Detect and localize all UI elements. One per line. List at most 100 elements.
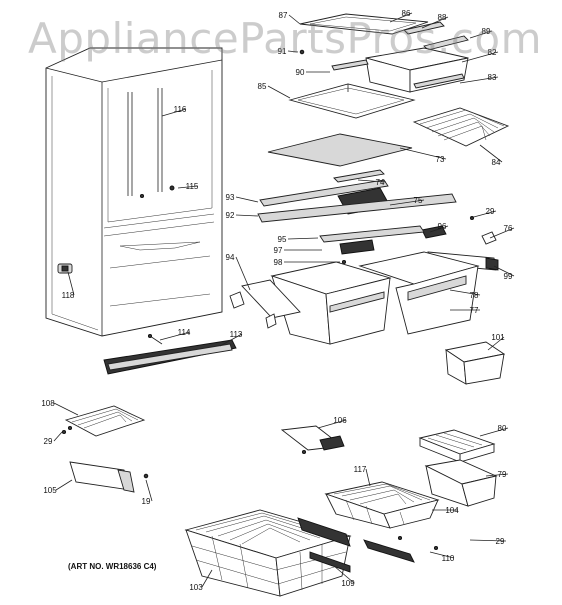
callout-label-c77: 77 — [470, 306, 479, 315]
callout-label-c82: 82 — [488, 48, 497, 57]
callout-label-c104: 104 — [445, 506, 459, 515]
cover-rail-88 — [403, 21, 445, 35]
wire-shelf-108 — [61, 405, 146, 437]
callout-label-c92: 92 — [226, 211, 235, 220]
callout-label-c91: 91 — [278, 47, 287, 56]
callout-label-c73: 73 — [436, 155, 445, 164]
callout-leader-c101 — [487, 336, 505, 351]
callout-label-c98: 98 — [274, 258, 283, 267]
callout-label-c114: 114 — [178, 328, 191, 337]
callout-label-c85: 85 — [258, 82, 267, 91]
callout-leader-c117 — [365, 468, 371, 487]
callout-leader-c93 — [235, 196, 259, 203]
callout-leader-c80 — [479, 427, 509, 437]
snack-pan-cover-87 — [299, 13, 429, 35]
callout-label-c113: 113 — [230, 330, 243, 339]
callout-leader-c114 — [159, 331, 191, 341]
callout-leader-c118 — [67, 271, 75, 296]
callout-label-c87: 87 — [279, 11, 288, 20]
slide-89 — [423, 35, 469, 51]
callout-leader-c75 — [389, 199, 425, 206]
callout-leader-c86 — [389, 12, 413, 23]
callout-leader-c89 — [469, 30, 493, 39]
callout-leader-c106 — [317, 419, 347, 429]
callout-leader-c82 — [461, 51, 499, 63]
crisper-bracket-94 — [229, 279, 301, 329]
callout-leader-c115 — [177, 185, 199, 189]
callout-label-c83: 83 — [488, 73, 497, 82]
callout-leader-c92 — [235, 214, 259, 217]
callout-label-c19: 19 — [142, 497, 151, 506]
callout-label-c116: 116 — [174, 105, 187, 114]
callout-label-c78: 78 — [470, 291, 479, 300]
screw-115 — [139, 185, 175, 199]
slide-rail-83 — [413, 73, 465, 89]
callout-leader-c29c — [469, 539, 507, 542]
callout-leader-c29a — [469, 210, 497, 219]
callout-label-c76: 76 — [504, 224, 513, 233]
callout-leader-c85 — [267, 85, 291, 99]
callout-label-c88: 88 — [438, 13, 447, 22]
rail-74 — [333, 169, 385, 183]
callout-leader-c99 — [493, 265, 515, 277]
bin-101 — [444, 341, 506, 385]
callout-label-c84: 84 — [492, 158, 501, 167]
wire-basket-104 — [324, 481, 440, 529]
callout-label-c90: 90 — [296, 68, 305, 77]
callout-label-c89: 89 — [482, 27, 491, 36]
bracket-97 — [339, 239, 375, 255]
ice-tray-80 — [418, 429, 496, 463]
glass-shelf-73 — [267, 133, 413, 167]
pin-114 — [147, 333, 163, 345]
callout-label-c93: 93 — [226, 193, 235, 202]
callout-leader-c78 — [449, 289, 481, 296]
art-number: (ART NO. WR18636 C4) — [68, 562, 157, 571]
callout-leader-c88 — [421, 16, 449, 29]
light-switch-118 — [57, 263, 73, 274]
callout-label-c118: 118 — [62, 291, 75, 300]
callout-leader-c76 — [489, 227, 515, 239]
callout-leader-c29b — [53, 431, 63, 442]
callout-label-c79: 79 — [498, 470, 507, 479]
callout-label-c110: 110 — [442, 554, 455, 563]
crisper-pan-left — [270, 261, 392, 345]
callout-label-c105: 105 — [43, 486, 57, 495]
callout-label-c29b: 29 — [44, 437, 53, 446]
callout-label-c95: 95 — [278, 235, 287, 244]
slide-rail-90 — [331, 59, 369, 71]
callout-leader-c91 — [287, 50, 299, 53]
bracket-106 — [280, 425, 345, 455]
callout-label-c109: 109 — [341, 579, 355, 588]
callout-label-c29a: 29 — [486, 207, 495, 216]
callout-label-c74: 74 — [376, 178, 385, 187]
slide-109 — [297, 517, 351, 573]
callout-label-c29c: 29 — [496, 537, 505, 546]
callout-label-c96: 96 — [438, 222, 447, 231]
callout-label-c80: 80 — [498, 424, 507, 433]
callout-leader-c79 — [485, 473, 509, 477]
callout-leader-c109 — [333, 565, 355, 584]
callout-leader-c108 — [53, 402, 79, 416]
crisper-pan-78 — [358, 251, 480, 335]
callout-leader-c96 — [429, 225, 449, 233]
rail-92 — [257, 193, 457, 223]
callout-label-c117: 117 — [354, 465, 367, 474]
callout-leader-c113 — [219, 333, 243, 347]
callout-leader-c110 — [429, 551, 455, 559]
base-grille-113 — [103, 339, 237, 375]
callout-label-c99: 99 — [504, 272, 513, 281]
slide-110 — [363, 535, 439, 563]
wire-basket-103 — [184, 509, 352, 597]
callout-label-c97: 97 — [274, 246, 283, 255]
callout-leader-c94 — [235, 256, 251, 291]
callout-leader-c84 — [479, 144, 503, 163]
callout-leader-c95 — [287, 237, 319, 240]
rail-93 — [259, 179, 389, 207]
callout-label-c94: 94 — [226, 253, 235, 262]
shelf-ladder-rails — [127, 88, 163, 196]
callout-leader-c83 — [459, 76, 499, 84]
callout-label-c108: 108 — [41, 399, 55, 408]
bracket-105 — [69, 461, 149, 493]
